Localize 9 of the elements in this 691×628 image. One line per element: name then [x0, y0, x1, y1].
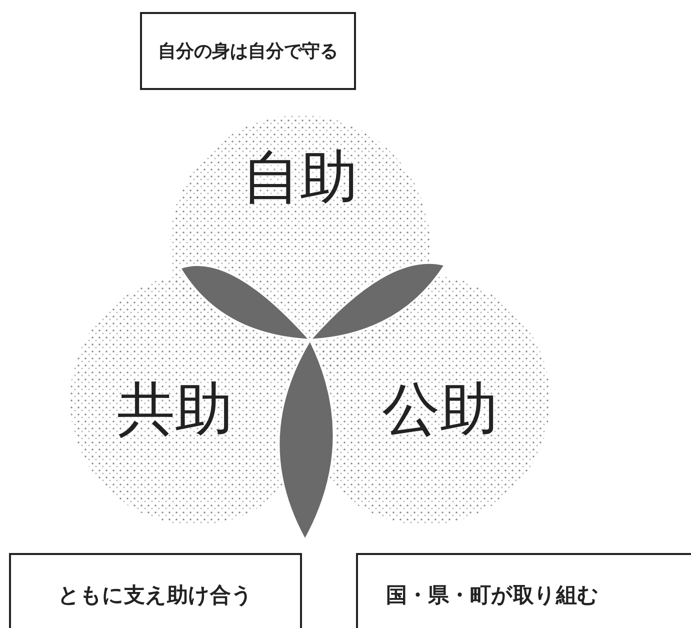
- circle-label: 自助: [242, 142, 358, 213]
- text-box: [356, 553, 691, 628]
- box-text: 国・県・町が取り組む: [386, 582, 599, 609]
- circle-label: 公助: [382, 374, 498, 445]
- circle-label: 共助: [117, 374, 233, 445]
- text-box: [140, 12, 356, 90]
- box-text: ともに支え助け合う: [58, 582, 253, 609]
- text-box: [9, 553, 302, 628]
- box-text: 自分の身は自分で守る: [158, 40, 338, 63]
